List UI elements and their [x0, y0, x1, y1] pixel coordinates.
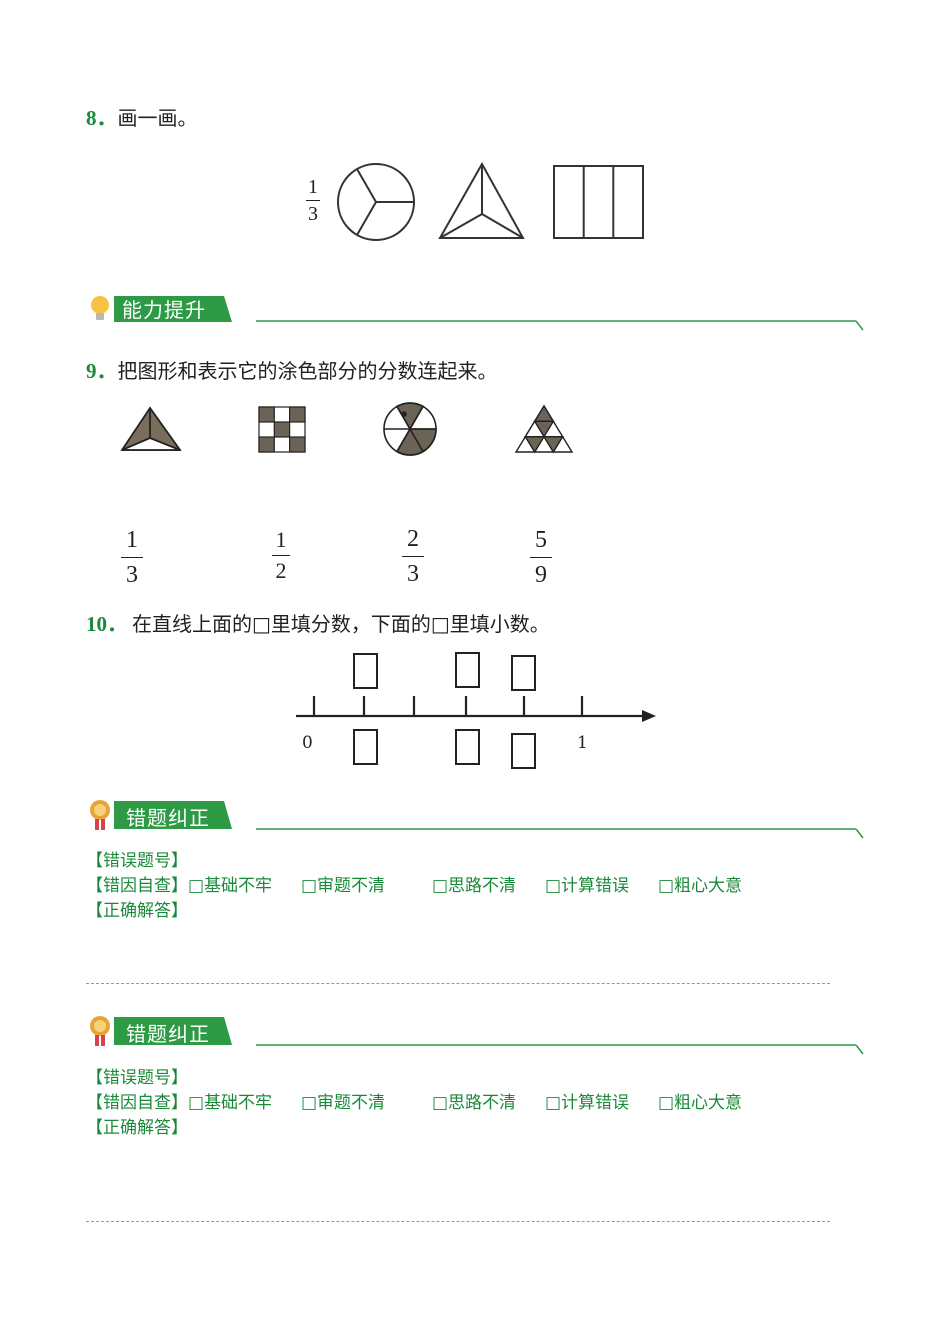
section-banner-ability: 能力提升: [86, 292, 866, 331]
section-title: 能力提升: [122, 298, 206, 322]
decimal-box: [455, 729, 480, 765]
label-zero: 0: [302, 733, 313, 753]
triangle-shape: [438, 161, 525, 239]
section-title: 错题纠正: [126, 806, 210, 830]
question-text: 把图形和表示它的涂色部分的分数连起来。: [117, 359, 498, 383]
question-text: 在直线上面的□里填分数，下面的□里填小数。: [132, 612, 550, 636]
medal-icon: [90, 800, 110, 830]
checkbox-option[interactable]: □思路不清: [432, 1093, 517, 1113]
checkbox-option[interactable]: □计算错误: [545, 876, 630, 896]
cause-row: 【错因自查】□基础不牢□审题不清□思路不清□计算错误□粗心大意: [86, 874, 742, 899]
question-10: 10．在直线上面的□里填分数，下面的□里填小数。: [86, 608, 550, 638]
divider: [86, 1221, 830, 1222]
arrow-head: [642, 710, 656, 722]
checkbox-option[interactable]: □计算错误: [545, 1093, 630, 1113]
rectangle-shape: [553, 165, 644, 239]
section-title: 错题纠正: [126, 1022, 210, 1046]
decimal-box: [353, 729, 378, 765]
fraction-box: [353, 653, 378, 689]
wrong-number-row: 【错误题号】: [86, 851, 188, 871]
question-number: 10．: [86, 612, 128, 636]
answer-row: 【正确解答】: [86, 901, 188, 921]
question-text: 画一画。: [117, 106, 198, 130]
circle-shape: [337, 163, 415, 241]
cause-row: 【错因自查】□基础不牢□审题不清□思路不清□计算错误□粗心大意: [86, 1091, 742, 1116]
shaded-triangle: [120, 406, 182, 451]
triangle-grid: [514, 404, 574, 454]
fraction-one-third: 1 3: [306, 176, 320, 226]
label-one: 1: [577, 733, 588, 753]
checkbox-option[interactable]: □基础不牢: [188, 1093, 273, 1113]
number-line: [296, 652, 656, 769]
checkbox-option[interactable]: □基础不牢: [188, 876, 273, 896]
medal-icon: [90, 1016, 110, 1046]
checkbox-option[interactable]: □粗心大意: [658, 1093, 743, 1113]
decimal-box: [511, 733, 536, 769]
q8-shapes: [337, 161, 644, 241]
section-banner-correction: 错题纠正: [86, 1013, 866, 1055]
correction-form: 【错误题号】 【错因自查】□基础不牢□审题不清□思路不清□计算错误□粗心大意 【…: [86, 1066, 742, 1141]
answer-row: 【正确解答】: [86, 1118, 188, 1138]
banner-graphic: [91, 296, 864, 331]
fraction-box: [511, 655, 536, 691]
fraction-box: [455, 652, 480, 688]
correction-form: 【错误题号】 【错因自查】□基础不牢□审题不清□思路不清□计算错误□粗心大意 【…: [86, 849, 742, 924]
question-number: 8．: [86, 106, 118, 130]
checkbox-option[interactable]: □审题不清: [301, 1093, 386, 1113]
checkered-square: [258, 406, 306, 453]
question-number: 9．: [86, 359, 118, 383]
divider: [86, 983, 830, 984]
question-8: 8．画一画。: [86, 102, 198, 132]
banner-graphic: [90, 1016, 864, 1055]
question-9: 9．把图形和表示它的涂色部分的分数连起来。: [86, 355, 498, 385]
q9-shapes: [120, 402, 574, 456]
wrong-number-row: 【错误题号】: [86, 1068, 188, 1088]
section-banner-correction: 错题纠正: [86, 797, 866, 839]
checkbox-option[interactable]: □审题不清: [301, 876, 386, 896]
banner-graphic: [90, 800, 864, 839]
checkbox-option[interactable]: □思路不清: [432, 876, 517, 896]
shaded-circle: [383, 402, 437, 456]
lightbulb-icon: [91, 296, 109, 320]
checkbox-option[interactable]: □粗心大意: [658, 876, 743, 896]
